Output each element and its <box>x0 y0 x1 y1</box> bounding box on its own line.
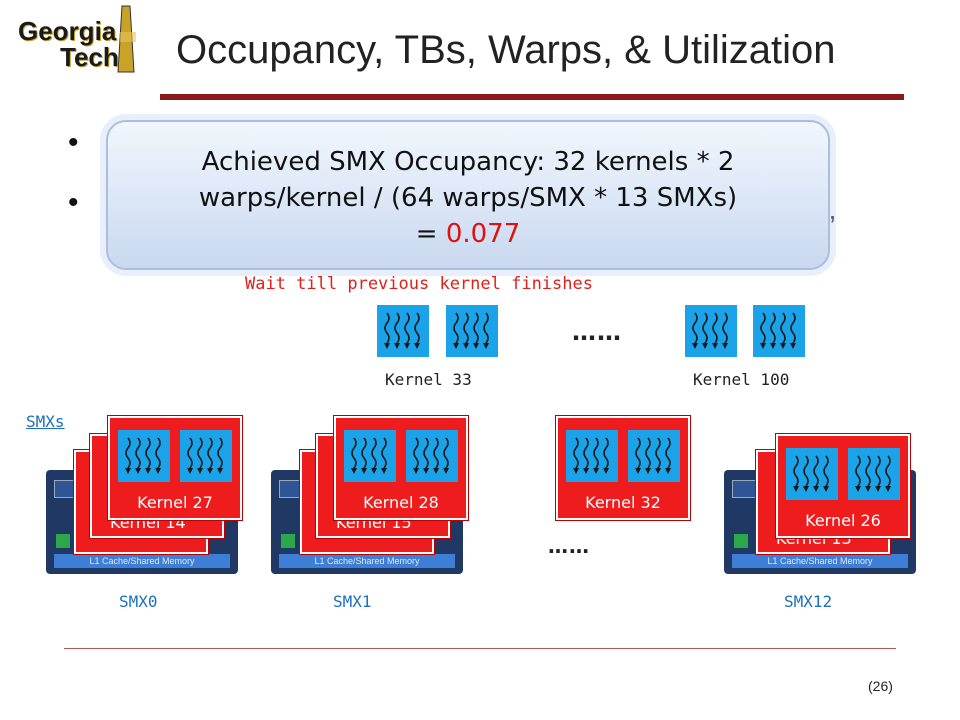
bullet-2: • <box>68 186 79 219</box>
kernel-card-front: Kernel 26 <box>776 434 910 538</box>
callout-equals: = <box>415 219 446 249</box>
smx-cache-label: L1 Cache/Shared Memory <box>732 554 908 568</box>
kernel-label: Kernel 28 <box>363 493 439 512</box>
kernel-33-label: Kernel 33 <box>385 370 472 389</box>
warp-icon <box>685 305 737 357</box>
page-number: (26) <box>868 678 893 694</box>
callout-line-2: warps/kernel / (64 warps/SMX * 13 SMXs) <box>198 183 738 213</box>
queue-ellipsis: …… <box>572 318 622 346</box>
warp-icon <box>118 430 170 482</box>
callout-line-3: = 0.077 <box>108 216 828 252</box>
logo-text-line2: Tech <box>60 42 119 72</box>
smx12-label: SMX12 <box>784 592 833 611</box>
warp-icon <box>180 430 232 482</box>
occupancy-value: 0.077 <box>445 219 521 249</box>
warp-icon <box>377 305 429 357</box>
warp-icon <box>786 448 838 500</box>
smx0-label: SMX0 <box>119 592 158 611</box>
bullet-1: • <box>68 126 79 159</box>
georgia-tech-logo: Georgia Tech <box>8 2 140 80</box>
smx-ellipsis: …… <box>548 534 590 558</box>
footer-divider <box>64 648 896 649</box>
slide-title: Occupancy, TBs, Warps, & Utilization <box>176 28 836 72</box>
smx-unit-green <box>281 534 295 548</box>
kernel-card-front: Kernel 28 <box>334 416 468 520</box>
smx-unit-green <box>734 534 748 548</box>
smx1-label: SMX1 <box>333 592 372 611</box>
kernel-100-label: Kernel 100 <box>693 370 790 389</box>
warp-icon <box>848 448 900 500</box>
callout-line-1: Achieved SMX Occupancy: 32 kernels * 2 <box>201 147 735 177</box>
smx-cache-label: L1 Cache/Shared Memory <box>279 554 455 568</box>
smx-cache-label: L1 Cache/Shared Memory <box>54 554 230 568</box>
warp-icon <box>344 430 396 482</box>
warp-icon <box>406 430 458 482</box>
kernel-label: Kernel 32 <box>585 493 661 512</box>
warp-icon <box>446 305 498 357</box>
warp-icon <box>566 430 618 482</box>
kernel-card-front: Kernel 32 <box>556 416 690 520</box>
wait-label: Wait till previous kernel finishes <box>245 274 593 294</box>
warp-icon <box>753 305 805 357</box>
kernel-label: Kernel 27 <box>137 493 213 512</box>
smx-unit-green <box>56 534 70 548</box>
warp-icon <box>628 430 680 482</box>
kernel-card-front: Kernel 27 <box>108 416 242 520</box>
logo-text-line1: Georgia <box>18 16 117 46</box>
smxs-label: SMXs <box>26 412 65 431</box>
occupancy-callout: Achieved SMX Occupancy: 32 kernels * 2 w… <box>106 120 830 270</box>
kernel-label: Kernel 26 <box>805 511 881 530</box>
title-divider <box>160 94 904 100</box>
